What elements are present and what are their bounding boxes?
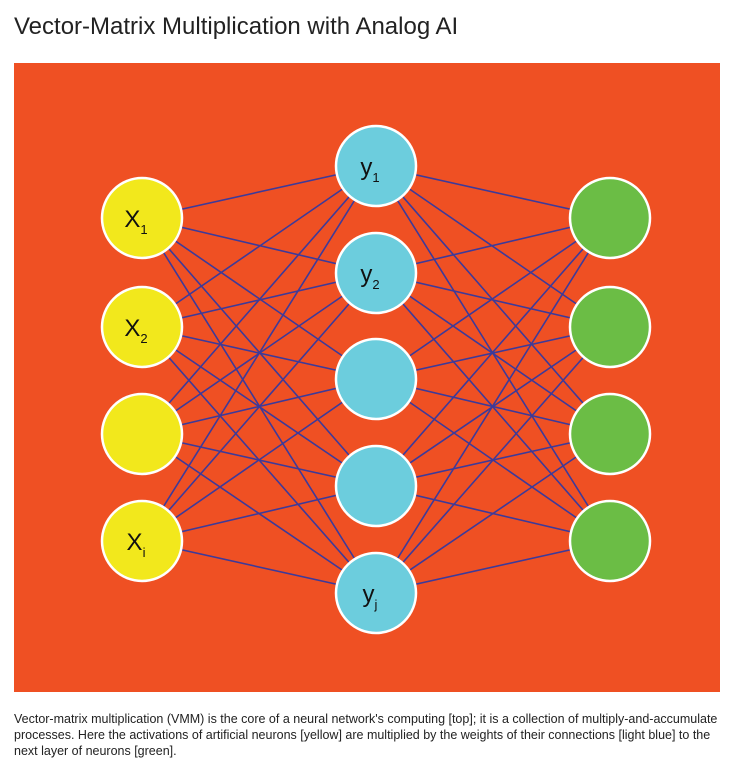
connection-line-1-4-1: [375, 326, 611, 594]
label-subscript: 2: [372, 277, 379, 292]
figure-caption: Vector-matrix multiplication (VMM) is th…: [14, 712, 718, 758]
hidden-neuron-label: y2: [360, 261, 379, 292]
label-base: X: [127, 529, 143, 556]
input-neuron-circle: [100, 392, 184, 476]
label-base: y: [363, 581, 375, 608]
label-subscript: 2: [140, 331, 147, 346]
input-neuron-4: Xi: [100, 499, 184, 583]
output-neuron-1: [568, 176, 652, 260]
output-neuron-circle: [568, 499, 652, 583]
connection-line-1-4-2: [375, 433, 611, 594]
hidden-neuron-label: yj: [363, 581, 378, 612]
input-neuron-1: X1: [100, 176, 184, 260]
output-neuron-3: [568, 392, 652, 476]
label-base: X: [124, 315, 140, 342]
label-base: X: [124, 206, 140, 233]
output-neuron-2: [568, 285, 652, 369]
hidden-neuron-circle: [334, 551, 418, 635]
connection-line-0-3-1: [141, 272, 377, 542]
input-neuron-circle: [100, 285, 184, 369]
output-neuron-circle: [568, 285, 652, 369]
connection-line-0-3-0: [141, 165, 377, 542]
hidden-neuron-circle: [334, 444, 418, 528]
hidden-neuron-1: y1: [334, 124, 418, 208]
hidden-neuron-4: [334, 444, 418, 528]
output-neuron-circle: [568, 392, 652, 476]
input-neuron-3: [100, 392, 184, 476]
connection-line-1-2-0: [375, 217, 611, 380]
label-subscript: i: [143, 545, 146, 560]
label-subscript: 1: [372, 170, 379, 185]
output-neuron-4: [568, 499, 652, 583]
output-neuron-circle: [568, 176, 652, 260]
label-subscript: j: [374, 597, 378, 612]
input-neuron-label: X1: [124, 206, 147, 237]
connection-line-0-3-2: [141, 378, 377, 542]
hidden-neuron-2: y2: [334, 231, 418, 315]
connection-line-0-2-0: [141, 165, 377, 435]
page-title: Vector-Matrix Multiplication with Analog…: [14, 13, 459, 40]
connection-line-1-4-0: [375, 217, 611, 594]
hidden-neuron-circle: [334, 124, 418, 208]
input-neuron-circle: [100, 499, 184, 583]
label-subscript: 1: [140, 222, 147, 237]
label-base: y: [360, 261, 372, 288]
input-neuron-circle: [100, 176, 184, 260]
hidden-neuron-3: [334, 337, 418, 421]
hidden-neuron-circle: [334, 337, 418, 421]
connection-line-0-0-2: [141, 217, 377, 380]
connection-line-1-0-1: [375, 165, 611, 328]
input-neuron-label: X2: [124, 315, 147, 346]
connection-line-1-3-0: [375, 217, 611, 487]
hidden-neuron-label: y1: [360, 154, 379, 185]
connection-line-0-0-4: [141, 217, 377, 594]
input-neuron-2: X2: [100, 285, 184, 369]
hidden-neuron-5: yj: [334, 551, 418, 635]
hidden-neuron-circle: [334, 231, 418, 315]
input-neuron-label: Xi: [127, 529, 146, 560]
connection-line-0-1-0: [141, 165, 377, 328]
label-base: y: [360, 154, 372, 181]
